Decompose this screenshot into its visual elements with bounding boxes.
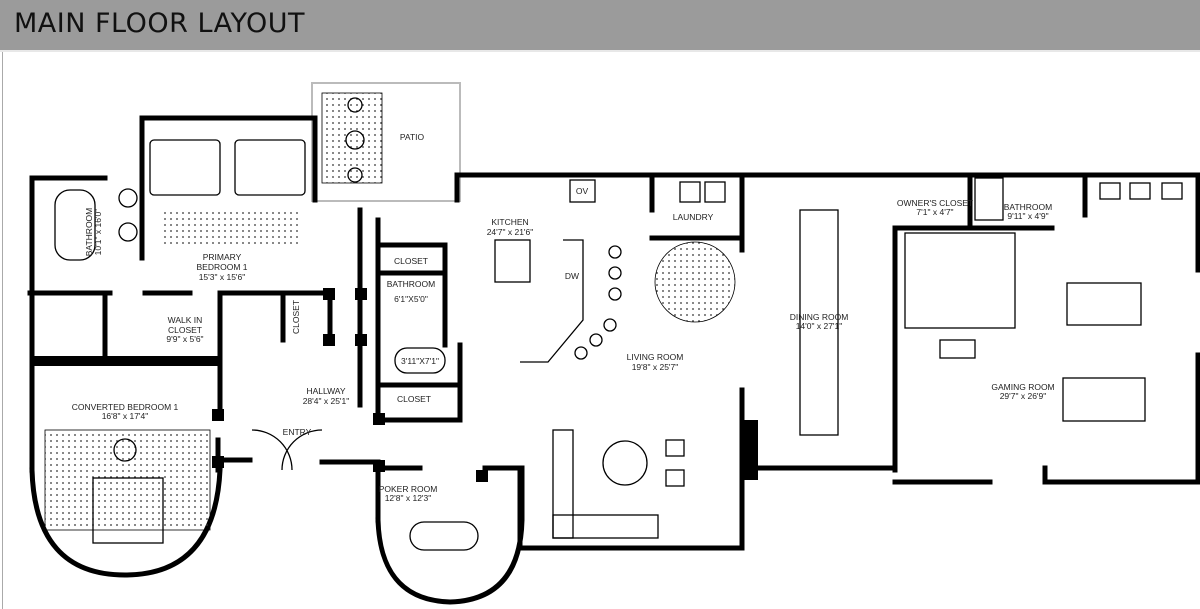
- svg-text:BEDROOM 1: BEDROOM 1: [196, 262, 247, 272]
- poker-room-label: POKER ROOM: [379, 484, 438, 494]
- svg-text:6'1"X5'0": 6'1"X5'0": [394, 294, 428, 304]
- patio: [311, 82, 461, 202]
- header-bar: MAIN FLOOR LAYOUT: [0, 0, 1200, 52]
- patio-label: PATIO: [400, 132, 425, 142]
- bathroom-left-label: BATHROOM 10'1" x 16'0": [84, 208, 103, 256]
- walls: [27, 115, 1200, 605]
- living-room-label: LIVING ROOM: [627, 352, 684, 362]
- svg-text:9'9" x 5'6": 9'9" x 5'6": [166, 334, 203, 344]
- primary-bedroom-label: PRIMARY: [203, 252, 242, 262]
- room-labels: BATHROOM 10'1" x 16'0" PRIMARY BEDROOM 1…: [72, 132, 1055, 503]
- svg-text:19'8" x 25'7": 19'8" x 25'7": [632, 362, 679, 372]
- closet-upper-label: CLOSET: [394, 256, 428, 266]
- owners-closet-label: OWNER'S CLOSET: [897, 198, 973, 208]
- svg-text:14'0" x 27'1": 14'0" x 27'1": [796, 321, 843, 331]
- closet-lower-label: CLOSET: [397, 394, 431, 404]
- svg-text:10'1" x 16'0": 10'1" x 16'0": [93, 209, 103, 256]
- svg-text:24'7" x 21'6": 24'7" x 21'6": [487, 227, 534, 237]
- page-title: MAIN FLOOR LAYOUT: [14, 8, 306, 39]
- svg-text:16'8" x 17'4": 16'8" x 17'4": [102, 411, 149, 421]
- converted-bedroom-label: CONVERTED BEDROOM 1: [72, 402, 179, 412]
- stair-closet-label: CLOSET: [291, 300, 301, 334]
- columns: [212, 288, 488, 482]
- kitchen-label: KITCHEN: [491, 217, 528, 227]
- svg-text:12'8" x 12'3": 12'8" x 12'3": [385, 493, 432, 503]
- bathroom-right-label: BATHROOM: [1004, 202, 1052, 212]
- gaming-room-label: GAMING ROOM: [991, 382, 1054, 392]
- svg-text:7'1" x 4'7": 7'1" x 4'7": [916, 207, 953, 217]
- walk-in-closet-label: WALK IN: [168, 315, 203, 325]
- page-frame: [2, 52, 3, 609]
- laundry-label: LAUNDRY: [673, 212, 714, 222]
- svg-text:29'7" x 26'9": 29'7" x 26'9": [1000, 391, 1047, 401]
- svg-text:CLOSET: CLOSET: [168, 325, 202, 335]
- dishwasher-label: DW: [565, 271, 579, 281]
- svg-text:15'3" x 15'6": 15'3" x 15'6": [199, 272, 246, 282]
- dining-room-label: DINING ROOM: [790, 312, 849, 322]
- entry-label: ENTRY: [283, 427, 312, 437]
- oven-label: OV: [576, 186, 589, 196]
- svg-text:9'11" x 4'9": 9'11" x 4'9": [1007, 211, 1048, 221]
- furniture: [44, 139, 1183, 551]
- svg-text:BATHROOM: BATHROOM: [84, 208, 94, 256]
- tub-label: 3'11"X7'1": [401, 356, 439, 366]
- hallway-label: HALLWAY: [306, 386, 345, 396]
- bathroom-center-label: BATHROOM: [387, 279, 435, 289]
- svg-text:28'4" x 25'1": 28'4" x 25'1": [303, 396, 350, 406]
